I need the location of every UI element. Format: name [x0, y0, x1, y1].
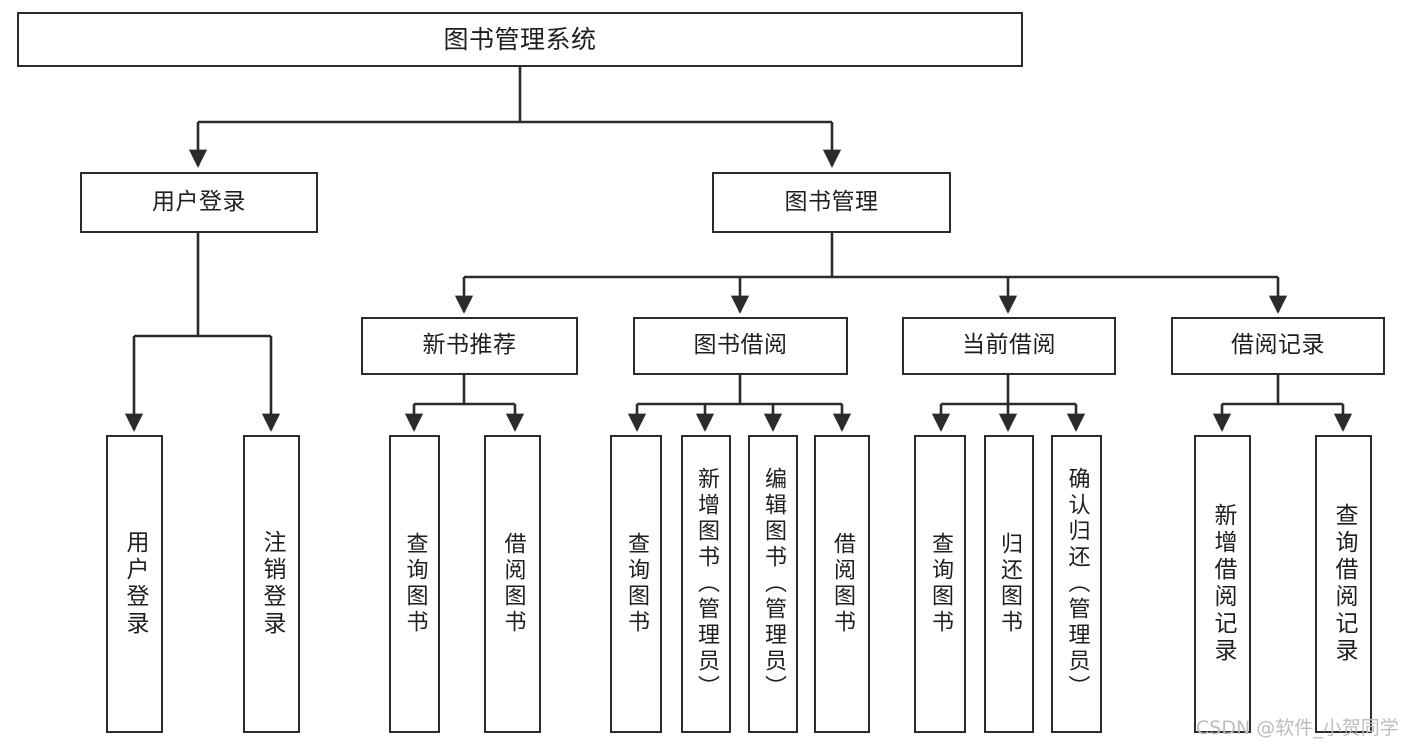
leaf-user-login-logout[interactable]: 注销登录	[243, 435, 300, 733]
leaf-book-borrow-add-book-admin[interactable]: 新增图书（管理员）	[681, 435, 731, 733]
node-borrowing-records[interactable]: 借阅记录	[1171, 317, 1385, 375]
leaf-borrow-record-add-record[interactable]: 新增借阅记录	[1194, 435, 1251, 733]
node-label: 编辑图书（管理员）	[761, 467, 786, 701]
node-label: 查询图书	[928, 532, 953, 636]
leaf-book-borrow-edit-book-admin[interactable]: 编辑图书（管理员）	[748, 435, 798, 733]
node-user-login[interactable]: 用户登录	[80, 172, 318, 233]
node-label: 用户登录	[152, 188, 246, 215]
node-label: 借阅记录	[1231, 332, 1325, 359]
leaf-book-borrow-search-books[interactable]: 查询图书	[610, 435, 662, 733]
leaf-current-borrow-confirm-return-admin[interactable]: 确认归还（管理员）	[1051, 435, 1102, 733]
node-label: 借阅图书	[830, 532, 855, 636]
leaf-current-borrow-return-books[interactable]: 归还图书	[984, 435, 1034, 733]
node-label: 新书推荐	[422, 332, 517, 359]
node-label: 查询图书	[402, 532, 428, 636]
leaf-new-book-borrow-books[interactable]: 借阅图书	[484, 435, 541, 733]
node-label: 借阅图书	[500, 532, 526, 636]
leaf-current-borrow-search-books[interactable]: 查询图书	[914, 435, 966, 733]
node-label: 用户登录	[122, 530, 148, 638]
node-label: 图书管理	[784, 188, 879, 215]
leaf-new-book-search-books[interactable]: 查询图书	[389, 435, 440, 733]
node-label: 图书管理系统	[443, 24, 597, 54]
node-label: 图书借阅	[693, 332, 788, 359]
leaf-user-login-login[interactable]: 用户登录	[106, 435, 163, 733]
node-label: 确认归还（管理员）	[1064, 467, 1090, 701]
node-book-borrowing[interactable]: 图书借阅	[633, 317, 848, 375]
node-root-book-management-system[interactable]: 图书管理系统	[17, 12, 1023, 67]
node-label: 注销登录	[259, 530, 285, 638]
node-label: 新增借阅记录	[1210, 503, 1236, 665]
node-label: 当前借阅	[962, 332, 1056, 359]
node-book-management[interactable]: 图书管理	[712, 172, 951, 233]
leaf-book-borrow-borrow-books[interactable]: 借阅图书	[814, 435, 870, 733]
node-label: 查询图书	[624, 532, 649, 636]
node-label: 归还图书	[997, 532, 1022, 636]
node-label: 查询借阅记录	[1331, 503, 1357, 665]
leaf-borrow-record-search-record[interactable]: 查询借阅记录	[1315, 435, 1372, 733]
node-new-book-recommendation[interactable]: 新书推荐	[361, 317, 578, 375]
node-label: 新增图书（管理员）	[694, 467, 719, 701]
node-current-borrowing[interactable]: 当前借阅	[902, 317, 1116, 375]
